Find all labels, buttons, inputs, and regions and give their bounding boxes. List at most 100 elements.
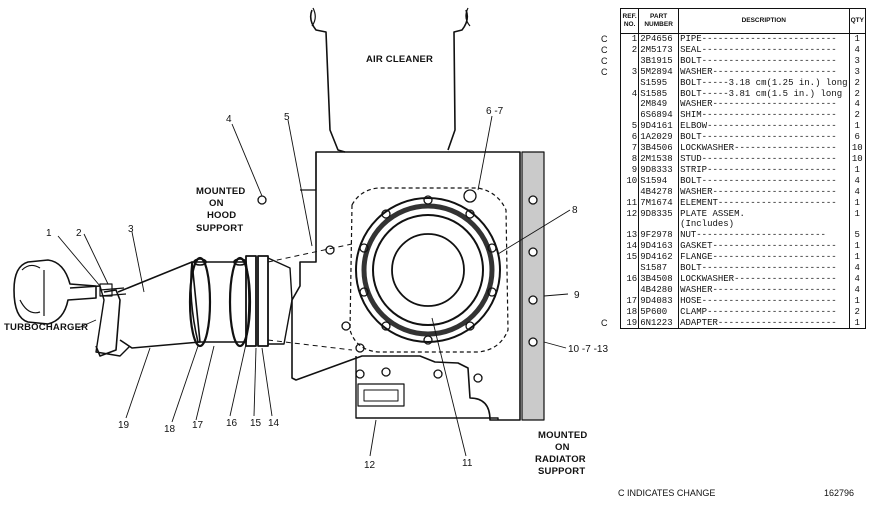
description-cell: ELBOW------------------------: [678, 121, 850, 133]
callout-10-7-13: 10 -7 -13: [568, 344, 608, 355]
callout-3: 3: [128, 224, 134, 235]
qty-cell-text: 1: [854, 121, 860, 132]
description-cell-text: BOLT-------------------------: [680, 263, 837, 274]
description-cell: WASHER-----------------------: [678, 99, 850, 111]
description-cell-text: BOLT-------------------------: [680, 55, 837, 66]
callout-18: 18: [164, 424, 176, 435]
description-cell: BOLT-------------------------: [678, 263, 850, 274]
description-cell-text: FLANGE-----------------------: [680, 252, 837, 263]
description-cell-text: STRIP------------------------: [680, 164, 837, 175]
change-legend: C INDICATES CHANGE: [618, 488, 716, 498]
part-number-cell-text: 9D4161: [640, 121, 673, 132]
qty-cell-text: 2: [854, 306, 860, 317]
qty-cell-text: 1: [854, 197, 860, 208]
air-cleaner-outline: [309, 9, 346, 153]
part-number-cell: 7M1674: [638, 197, 680, 209]
qty-cell-text: 4: [854, 175, 860, 186]
callout-16: 16: [226, 418, 238, 429]
description-cell: ADAPTER----------------------: [678, 317, 850, 330]
qty-cell-text: 1: [854, 241, 860, 252]
part-number-cell-text: 9F2978: [640, 230, 673, 241]
ref-cell-text: 8: [631, 153, 638, 164]
description-cell-text: WASHER-----------------------: [680, 186, 837, 197]
part-number-cell-text: 6N1223: [640, 317, 673, 328]
ref-cell-text: 9: [631, 164, 638, 175]
ref-cell-text: 19: [626, 317, 638, 328]
part-number-cell-text: 9D8335: [640, 208, 673, 219]
callout-5: 5: [284, 112, 290, 123]
description-cell: BOLT-----3.18 cm(1.25 in.) long: [678, 77, 850, 89]
change-marker: C: [601, 317, 608, 328]
hood-support-line4: SUPPORT: [196, 223, 243, 234]
qty-cell: 2: [848, 77, 866, 89]
qty-cell: 1: [848, 33, 866, 45]
part-number-cell-text: 7M1674: [640, 197, 673, 208]
flange: [245, 255, 257, 347]
part-number-cell-text: 4B4278: [640, 186, 673, 197]
ref-cell: 13: [619, 230, 640, 242]
ref-cell-text: 16: [626, 273, 638, 284]
header-ref-no: REF. NO.: [619, 8, 640, 34]
ref-cell: 12: [619, 208, 640, 220]
part-number-cell-text: 3B4506: [640, 143, 673, 154]
part-number-cell-text: 9D4163: [640, 241, 673, 252]
qty-cell-text: 10: [851, 153, 863, 164]
part-number-cell: 9D8333: [638, 164, 680, 176]
description-cell: LOCKWASHER-------------------: [678, 143, 850, 154]
description-cell-text: BOLT-------------------------: [680, 175, 837, 186]
qty-cell: 1: [848, 197, 866, 209]
part-number-cell: S1594: [638, 175, 680, 187]
qty-cell: 2: [848, 88, 866, 100]
ref-cell-text: 4: [631, 88, 638, 99]
plate-outline: [291, 151, 521, 421]
ref-cell-text: 11: [626, 197, 638, 208]
part-number-cell: 2P4656: [638, 33, 680, 45]
qty-cell: 5: [848, 230, 866, 242]
element-ring-inner: [391, 233, 465, 307]
description-cell-text: LOCKWASHER-------------------: [680, 273, 837, 284]
description-cell-text: BOLT-------------------------: [680, 132, 837, 143]
description-cell: BOLT-----3.81 cm(1.5 in.) long: [678, 88, 850, 100]
description-cell-text: WASHER-----------------------: [680, 284, 837, 295]
qty-cell: 1: [848, 208, 866, 220]
description-cell-text: ADAPTER----------------------: [680, 317, 837, 328]
part-number-cell: S1587: [638, 263, 680, 274]
qty-cell: 10: [848, 153, 866, 165]
part-number-cell-text: 2P4656: [640, 34, 673, 44]
ref-cell-text: 13: [626, 230, 638, 241]
header-qty: QTY: [848, 8, 866, 34]
part-number-cell: 6N1223: [638, 317, 680, 330]
description-cell-text: GASKET-----------------------: [680, 241, 837, 252]
ref-cell-text: 10: [626, 175, 638, 186]
description-cell: WASHER-----------------------: [678, 284, 850, 296]
part-number-cell-text: 6S6894: [640, 110, 673, 121]
description-cell-text: BOLT-----3.81 cm(1.5 in.) long: [680, 88, 843, 99]
qty-cell: 3: [848, 66, 866, 78]
ref-cell: [619, 263, 640, 274]
strip: [521, 151, 545, 421]
description-cell: (Includes): [678, 219, 850, 231]
qty-cell-text: 1: [854, 34, 860, 44]
qty-cell-text: 2: [854, 110, 860, 121]
description-cell: ELEMENT----------------------: [678, 197, 850, 209]
callout-17: 17: [192, 420, 204, 431]
qty-cell: 3: [848, 55, 866, 67]
qty-cell-text: 4: [854, 284, 860, 295]
ref-cell-text: 12: [626, 208, 638, 219]
callout-4: 4: [226, 114, 232, 125]
part-number-cell: 3B4508: [638, 273, 680, 285]
qty-cell: 4: [848, 99, 866, 111]
callout-1: 1: [46, 228, 52, 239]
ref-cell-text: 18: [626, 306, 638, 317]
qty-cell-text: 1: [854, 317, 860, 328]
part-number-cell-text: 2M849: [640, 99, 668, 110]
qty-cell: 1: [848, 317, 866, 330]
part-number-cell: 9F2978: [638, 230, 680, 242]
